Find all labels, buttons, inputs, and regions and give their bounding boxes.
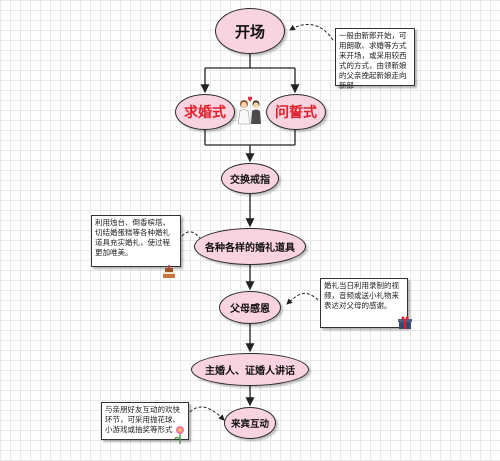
note-opening: 一般由新郎开始，可用朗歌、求婚等方式来开场，或采用较西式的方式，由领新娘的父亲挽… xyxy=(335,28,415,90)
node-vow[interactable]: 问誓式 xyxy=(266,94,326,130)
connector-merge-rings xyxy=(204,128,296,163)
note-opening-text: 一般由新郎开始，可用朗歌、求婚等方式来开场，或采用较西式的方式，由领新娘的父亲挽… xyxy=(339,31,407,90)
node-guests[interactable]: 来宾互动 xyxy=(224,407,276,439)
node-guests-label: 来宾互动 xyxy=(230,419,269,430)
note-connector-guests xyxy=(189,406,225,421)
node-officiant[interactable]: 主婚人、证婚人讲话 xyxy=(191,353,309,386)
node-rings-label: 交换戒指 xyxy=(230,175,270,186)
note-guests: 与亲朋好友互动的欢快环节，可采用抛花球、小游戏或抽奖等形式 xyxy=(101,402,189,440)
node-props-label: 各种各样的婚礼道具 xyxy=(205,243,295,254)
node-vow-label: 问誓式 xyxy=(275,105,317,121)
node-parents-label: 父母感恩 xyxy=(230,304,270,315)
cake-icon xyxy=(163,265,175,278)
couple-icon xyxy=(237,96,261,125)
node-parents[interactable]: 父母感恩 xyxy=(219,291,281,324)
note-props: 利用烛台、倒香槟塔、切结婚蛋糕等各种婚礼道具充实婚礼，使过程更加唯美。 xyxy=(91,215,181,267)
node-rings[interactable]: 交换戒指 xyxy=(221,163,279,194)
node-proposal-label: 求婚式 xyxy=(184,105,226,121)
note-props-text: 利用烛台、倒香槟塔、切结婚蛋糕等各种婚礼道具充实婚礼，使过程更加唯美。 xyxy=(95,218,170,257)
note-parents-text: 婚礼当日利用录制的视频，音频或送小礼物来表达对父母的感谢。 xyxy=(324,281,399,310)
node-start[interactable]: 开场 xyxy=(215,8,285,54)
flower-icon xyxy=(174,426,184,444)
gift-icon xyxy=(398,316,412,329)
connector-start-branch xyxy=(200,53,300,94)
node-proposal[interactable]: 求婚式 xyxy=(175,94,235,130)
node-officiant-label: 主婚人、证婚人讲话 xyxy=(205,366,295,377)
note-guests-text: 与亲朋好友互动的欢快环节，可采用抛花球、小游戏或抽奖等形式 xyxy=(105,405,180,434)
note-connector-opening xyxy=(289,24,334,41)
node-start-label: 开场 xyxy=(234,22,265,41)
node-props[interactable]: 各种各样的婚礼道具 xyxy=(194,228,306,265)
note-parents: 婚礼当日利用录制的视频，音频或送小礼物来表达对父母的感谢。 xyxy=(320,278,408,328)
note-connector-parents xyxy=(286,292,319,305)
